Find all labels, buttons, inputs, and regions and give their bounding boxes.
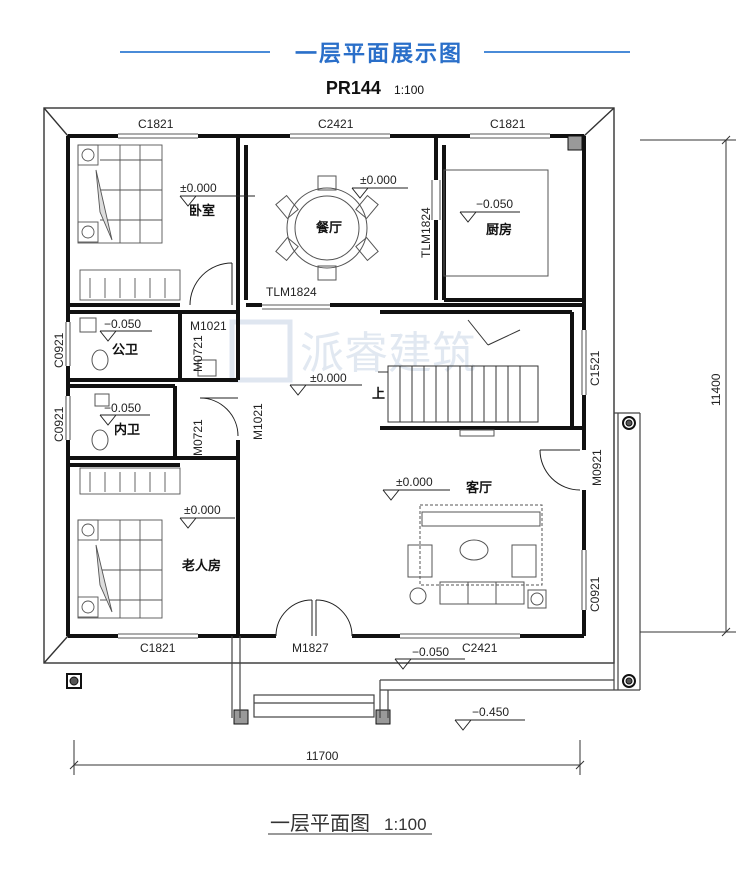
label-m1021-vertical: M1021 (251, 403, 265, 440)
room-label-public-bath: 公卫 (112, 343, 138, 358)
room-label-dining: 餐厅 (315, 220, 342, 236)
label-c0921-left-lower: C0921 (52, 406, 66, 442)
elevation-ground: −0.450 (472, 705, 509, 719)
label-m0721-lower: M0721 (191, 419, 205, 456)
label-c0921-left-upper: C0921 (52, 332, 66, 368)
elevation-living: ±0.000 (396, 475, 433, 489)
label-m0721-upper: M0721 (191, 335, 205, 372)
header: 一层平面展示图 (0, 34, 750, 70)
title-line-left (120, 51, 270, 53)
room-label-elder-room: 老人房 (181, 558, 221, 574)
bed-top (77, 144, 181, 301)
stair-label: 上 (372, 387, 385, 402)
kitchen-counter (443, 169, 549, 277)
page-title: 一层平面展示图 (294, 42, 463, 67)
label-c2421-top: C2421 (318, 117, 354, 131)
stairs (378, 319, 539, 423)
elevation-dining: ±0.000 (360, 173, 397, 187)
room-label-bedroom: 卧室 (189, 203, 215, 219)
header-scale: 1:100 (394, 83, 425, 97)
dimension-lines (69, 135, 736, 835)
interior-walls (68, 136, 584, 636)
elevation-markers (99, 187, 525, 731)
elevation-porch: −0.050 (412, 645, 449, 659)
window-glazing (65, 133, 587, 639)
room-label-inner-bath: 内卫 (114, 422, 140, 438)
room-label-kitchen: 厨房 (486, 222, 512, 238)
room-label-living: 客厅 (466, 480, 492, 496)
label-c1821-top-left: C1821 (138, 117, 174, 131)
dimension-width: 11700 (306, 749, 339, 763)
label-c1521-right: C1521 (588, 350, 602, 386)
elevation-hall: ±0.000 (310, 371, 347, 385)
label-tlm1824-vertical: TLM1824 (419, 207, 433, 258)
elevation-elder-room: ±0.000 (184, 503, 221, 517)
elevation-public-bath: −0.050 (104, 317, 141, 331)
label-c1821-bottom: C1821 (140, 641, 176, 655)
project-code: PR144 (325, 78, 381, 98)
roof-outline (43, 107, 615, 664)
title-line-right (484, 51, 630, 53)
dimension-depth: 11400 (709, 373, 723, 406)
footer-scale: 1:100 (384, 815, 427, 834)
sofa-set (407, 429, 547, 609)
elevation-bedroom: ±0.000 (180, 181, 217, 195)
watermark: 派睿建筑 (229, 319, 476, 383)
label-c1821-top-right: C1821 (490, 117, 526, 131)
subtitle: PR144 1:100 (0, 78, 750, 99)
label-m0921-right: M0921 (590, 449, 604, 486)
label-c0921-right: C0921 (588, 576, 602, 612)
bath-fixtures (79, 317, 217, 451)
label-c2421-bottom: C2421 (462, 641, 498, 655)
dining-table (275, 175, 379, 281)
porch (231, 412, 641, 718)
elevation-inner-bath: −0.050 (104, 401, 141, 415)
elevation-kitchen: −0.050 (476, 197, 513, 211)
window-openings (65, 133, 587, 639)
label-m1827-bottom: M1827 (292, 641, 329, 655)
label-m1021-upper: M1021 (190, 319, 227, 333)
footer-title: 一层平面图 (270, 811, 370, 835)
bed-bottom (77, 467, 181, 619)
doors (189, 180, 581, 637)
label-tlm1824-horizontal: TLM1824 (266, 285, 317, 299)
